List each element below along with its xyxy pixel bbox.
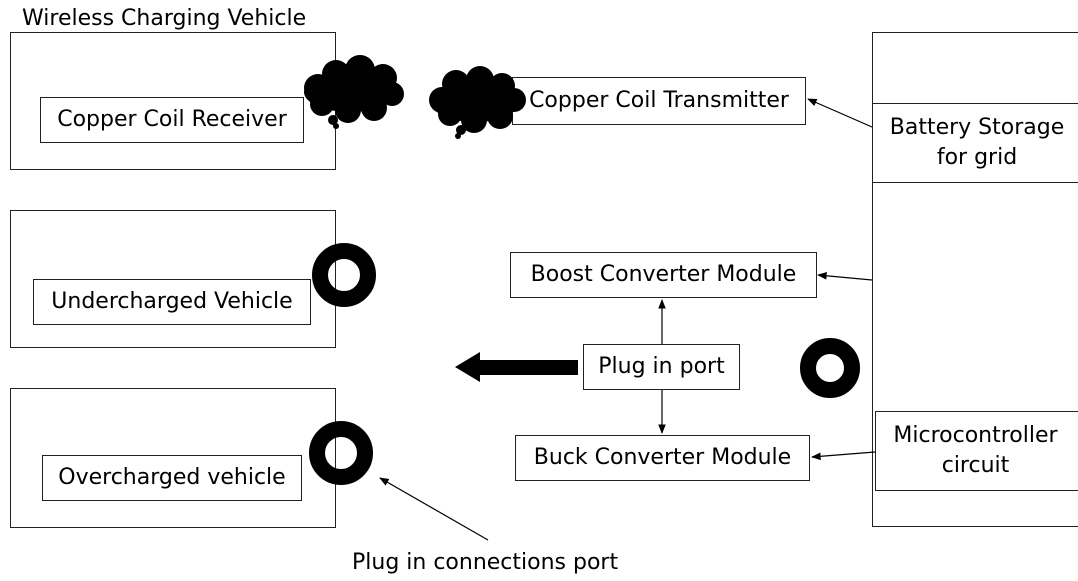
vehicle-title: Wireless Charging Vehicle xyxy=(22,6,307,32)
micro-to-buck-arrow xyxy=(811,451,876,461)
plug-port-ring-icon xyxy=(312,243,376,307)
plug-connections-caption: Plug in connections port xyxy=(352,550,619,576)
undercharged-vehicle-label: Undercharged Vehicle xyxy=(33,279,311,325)
battery-storage: Battery Storage for grid xyxy=(872,103,1078,183)
overcharged-vehicle-label: Overcharged vehicle xyxy=(42,455,302,501)
copper-coil-receiver: Copper Coil Receiver xyxy=(40,97,304,143)
grid-to-boost-arrow xyxy=(817,271,873,281)
plug-port-ring-icon xyxy=(309,421,373,485)
copper-coil-transmitter: Copper Coil Transmitter xyxy=(512,77,806,125)
plug-in-port: Plug in port xyxy=(583,344,740,390)
plug-port-ring-icon xyxy=(800,338,860,398)
battery-to-transmitter-arrow xyxy=(807,98,873,128)
buck-converter-module: Buck Converter Module xyxy=(515,435,810,481)
boost-converter-module: Boost Converter Module xyxy=(510,252,817,298)
wireless-cloud-icon xyxy=(429,66,526,139)
wireless-cloud-icon xyxy=(304,55,404,129)
thick-left-arrow-icon xyxy=(455,352,578,382)
microcontroller-circuit: Microcontroller circuit xyxy=(875,411,1078,491)
caption-pointer-arrow xyxy=(379,477,489,541)
